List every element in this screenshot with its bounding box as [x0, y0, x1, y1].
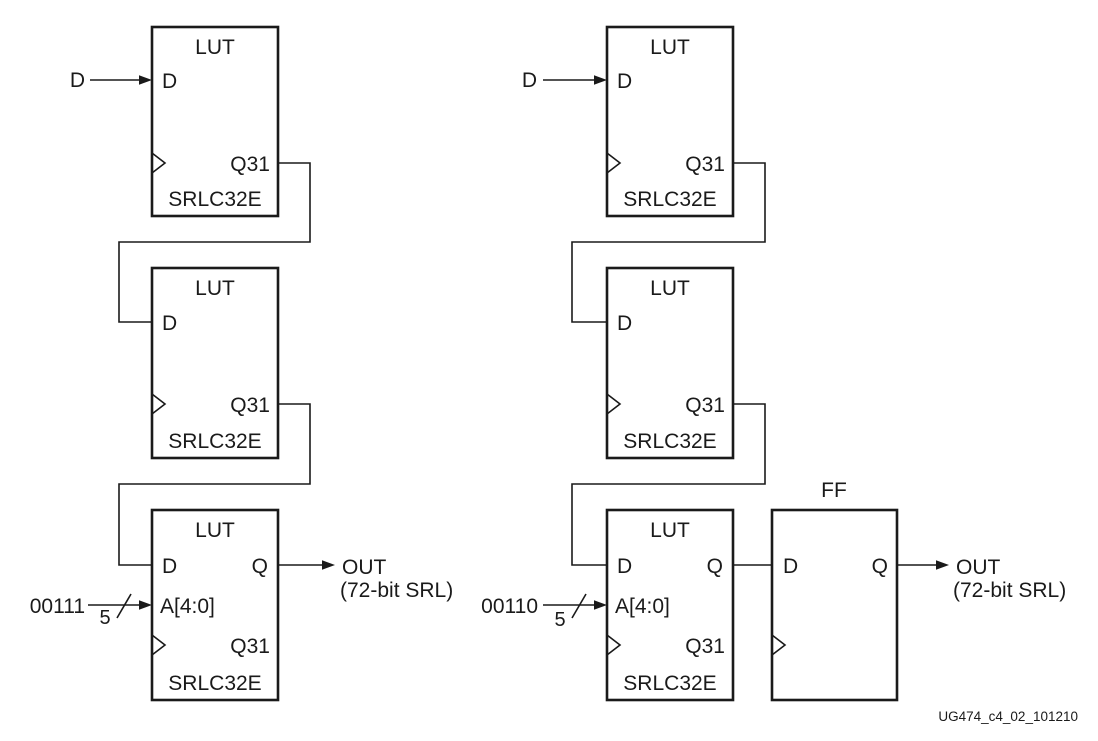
arrowhead-icon: [594, 75, 607, 85]
srl-block-left-3: LUT D Q A[4:0] Q31 SRLC32E: [150, 508, 280, 702]
clock-icon: [606, 393, 622, 415]
block-name-label: SRLC32E: [168, 188, 261, 211]
pin-q31-label: Q31: [685, 394, 725, 417]
block-outline: [770, 508, 899, 702]
block-name-label: SRLC32E: [623, 188, 716, 211]
block-name-label: SRLC32E: [623, 430, 716, 453]
block-name-label: SRLC32E: [623, 672, 716, 695]
pin-d-label: D: [162, 555, 177, 578]
wire-q31-r1-to-d-r2: [571, 162, 766, 323]
pin-d-label: D: [617, 312, 632, 335]
out-note-label: (72-bit SRL): [953, 579, 1066, 602]
bus-slash-icon: [116, 593, 132, 619]
clock-icon: [151, 152, 167, 174]
pin-d-label: D: [783, 555, 798, 578]
out-note-label: (72-bit SRL): [340, 579, 453, 602]
block-type-label: LUT: [650, 277, 690, 300]
srl-block-right-3: LUT D Q A[4:0] Q31 SRLC32E: [605, 508, 735, 702]
wire-q31-l2-to-d-l3: [118, 403, 311, 566]
srl-block-left-2: LUT D Q31 SRLC32E: [150, 266, 280, 460]
srl-block-right-1: LUT D Q31 SRLC32E: [605, 25, 735, 218]
block-type-label: LUT: [650, 36, 690, 59]
block-outline: [605, 25, 735, 218]
block-type-label: LUT: [195, 519, 235, 542]
arrowhead-icon: [139, 600, 152, 610]
pin-d-label: D: [162, 70, 177, 93]
clock-icon: [606, 634, 622, 656]
clock-icon: [151, 634, 167, 656]
block-outline: [605, 266, 735, 460]
block-type-label: LUT: [650, 519, 690, 542]
pin-addr-label: A[4:0]: [160, 595, 215, 618]
external-d-label: D: [522, 69, 537, 92]
bus-width-label: 5: [99, 607, 110, 629]
ff-block: D Q: [770, 508, 899, 702]
clock-icon: [151, 393, 167, 415]
pin-q-label: Q: [252, 555, 268, 578]
block-name-label: SRLC32E: [168, 430, 261, 453]
clock-icon: [771, 634, 787, 656]
arrowhead-icon: [594, 600, 607, 610]
addr-value-label: 00110: [481, 595, 538, 618]
wire-q31-l1-to-d-l2: [118, 162, 311, 323]
wire-q31-r2-to-d-r3: [571, 403, 766, 566]
block-type-label: LUT: [195, 277, 235, 300]
srl-block-right-2: LUT D Q31 SRLC32E: [605, 266, 735, 460]
arrowhead-icon: [139, 75, 152, 85]
bus-width-label: 5: [554, 609, 565, 631]
ff-title-label: FF: [821, 479, 847, 502]
pin-q31-label: Q31: [685, 153, 725, 176]
pin-d-label: D: [617, 555, 632, 578]
out-label: OUT: [342, 556, 387, 579]
block-outline: [150, 508, 280, 702]
block-name-label: SRLC32E: [168, 672, 261, 695]
bus-slash-icon: [571, 593, 587, 619]
pin-addr-label: A[4:0]: [615, 595, 670, 618]
clock-icon: [606, 152, 622, 174]
pin-q-label: Q: [872, 555, 888, 578]
pin-d-label: D: [617, 70, 632, 93]
pin-q31-label: Q31: [230, 394, 270, 417]
out-label: OUT: [956, 556, 1001, 579]
figure-reference-caption: UG474_c4_02_101210: [938, 709, 1078, 724]
external-d-label: D: [70, 69, 85, 92]
block-outline: [150, 266, 280, 460]
srl-block-left-1: LUT D Q31 SRLC32E: [150, 25, 280, 218]
arrowhead-icon: [322, 560, 335, 570]
addr-value-label: 00111: [30, 595, 85, 618]
pin-q31-label: Q31: [685, 635, 725, 658]
arrowhead-icon: [936, 560, 949, 570]
pin-q31-label: Q31: [230, 635, 270, 658]
pin-q-label: Q: [707, 555, 723, 578]
block-outline: [150, 25, 280, 218]
pin-q31-label: Q31: [230, 153, 270, 176]
block-type-label: LUT: [195, 36, 235, 59]
pin-d-label: D: [162, 312, 177, 335]
